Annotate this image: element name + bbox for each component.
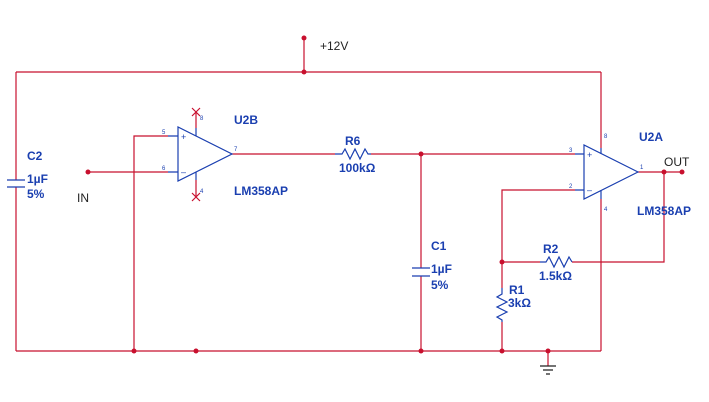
- wire-u2b-noninv: [133, 135, 168, 351]
- inverting-sign: –: [181, 167, 186, 177]
- junction-dot: [661, 169, 667, 175]
- junction-dot: [499, 348, 505, 354]
- component-ref-u2a: U2A: [639, 130, 663, 144]
- component-ref-r2: R2: [543, 242, 559, 256]
- pin-label-vcc: 8: [200, 116, 204, 122]
- opamp-triangle: [583, 144, 640, 200]
- junction-dot: [418, 151, 424, 157]
- junction-dot: [85, 169, 91, 175]
- ground-symbol[interactable]: [540, 365, 556, 375]
- component-ref-c2: C2: [27, 149, 43, 163]
- no-connect-mark: [191, 107, 201, 117]
- resistor-r2[interactable]: R2 1.5kΩ: [539, 242, 573, 283]
- junction-dot: [499, 259, 505, 265]
- opamp-pin-leads: [168, 128, 197, 180]
- noninverting-sign: +: [181, 132, 186, 142]
- component-value-r1: 3kΩ: [508, 296, 531, 310]
- resistor-r6[interactable]: R6 100kΩ: [335, 134, 376, 175]
- component-value-c2: 1µF: [27, 172, 48, 186]
- opamp-pin-leads: [575, 148, 602, 199]
- pin-label-inv: 2: [569, 184, 573, 190]
- pin-label-inv: 6: [162, 166, 166, 172]
- junctions: [85, 35, 685, 354]
- net-label-input: IN: [77, 191, 89, 205]
- junction-dot: [193, 348, 199, 354]
- component-part-u2a: LM358AP: [637, 204, 691, 218]
- capacitor-c1[interactable]: C1 1µF 5%: [412, 239, 452, 292]
- wires: [15, 38, 682, 366]
- junction-dot: [301, 69, 307, 75]
- pin-label-out: 1: [640, 165, 644, 171]
- component-ref-r1: R1: [509, 283, 525, 297]
- component-part-u2b: LM358AP: [234, 184, 288, 198]
- component-ref-r6: R6: [345, 134, 361, 148]
- ground-icon: [540, 365, 556, 375]
- junction-dot: [418, 348, 424, 354]
- pin-label-noninv: 3: [569, 148, 573, 154]
- net-label-supply: +12V: [320, 39, 348, 53]
- resistor-zigzag: [540, 255, 573, 269]
- resistor-zigzag: [335, 147, 371, 161]
- component-ref-u2b: U2B: [234, 113, 258, 127]
- component-tolerance-c1: 5%: [431, 278, 449, 292]
- opamp-u2b[interactable]: + – 5 6 7 8 4 U2B LM358AP: [162, 107, 288, 202]
- capacitor-plates: [412, 267, 430, 277]
- component-value-c1: 1µF: [431, 262, 452, 276]
- pin-label-noninv: 5: [162, 130, 166, 136]
- junction-dot: [679, 169, 685, 175]
- pin-label-gnd: 4: [604, 207, 608, 213]
- capacitor-c2[interactable]: C2 1µF 5%: [7, 149, 48, 201]
- pin-label-out: 7: [234, 147, 238, 153]
- noninverting-sign: +: [587, 150, 592, 160]
- junction-dot: [301, 35, 307, 41]
- opamp-triangle: [177, 126, 234, 182]
- component-value-r6: 100kΩ: [339, 161, 376, 175]
- net-label-output: OUT: [664, 155, 690, 169]
- resistor-zigzag: [495, 288, 509, 322]
- inverting-sign: –: [587, 185, 592, 195]
- junction-dot: [545, 348, 551, 354]
- pin-label-vcc: 8: [604, 134, 608, 140]
- no-connect-mark: [191, 192, 201, 202]
- resistor-r1[interactable]: R1 3kΩ: [495, 283, 531, 322]
- capacitor-plates: [7, 179, 25, 188]
- junction-dot: [131, 348, 137, 354]
- component-tolerance-c2: 5%: [27, 187, 45, 201]
- component-value-r2: 1.5kΩ: [539, 269, 572, 283]
- wire-r2-right: [572, 172, 665, 263]
- opamp-u2a[interactable]: + – 3 2 1 8 4 U2A LM358AP: [569, 130, 691, 218]
- pin-label-gnd: 4: [200, 189, 204, 195]
- wire-u2a-inv: [501, 189, 575, 262]
- component-ref-c1: C1: [431, 239, 447, 253]
